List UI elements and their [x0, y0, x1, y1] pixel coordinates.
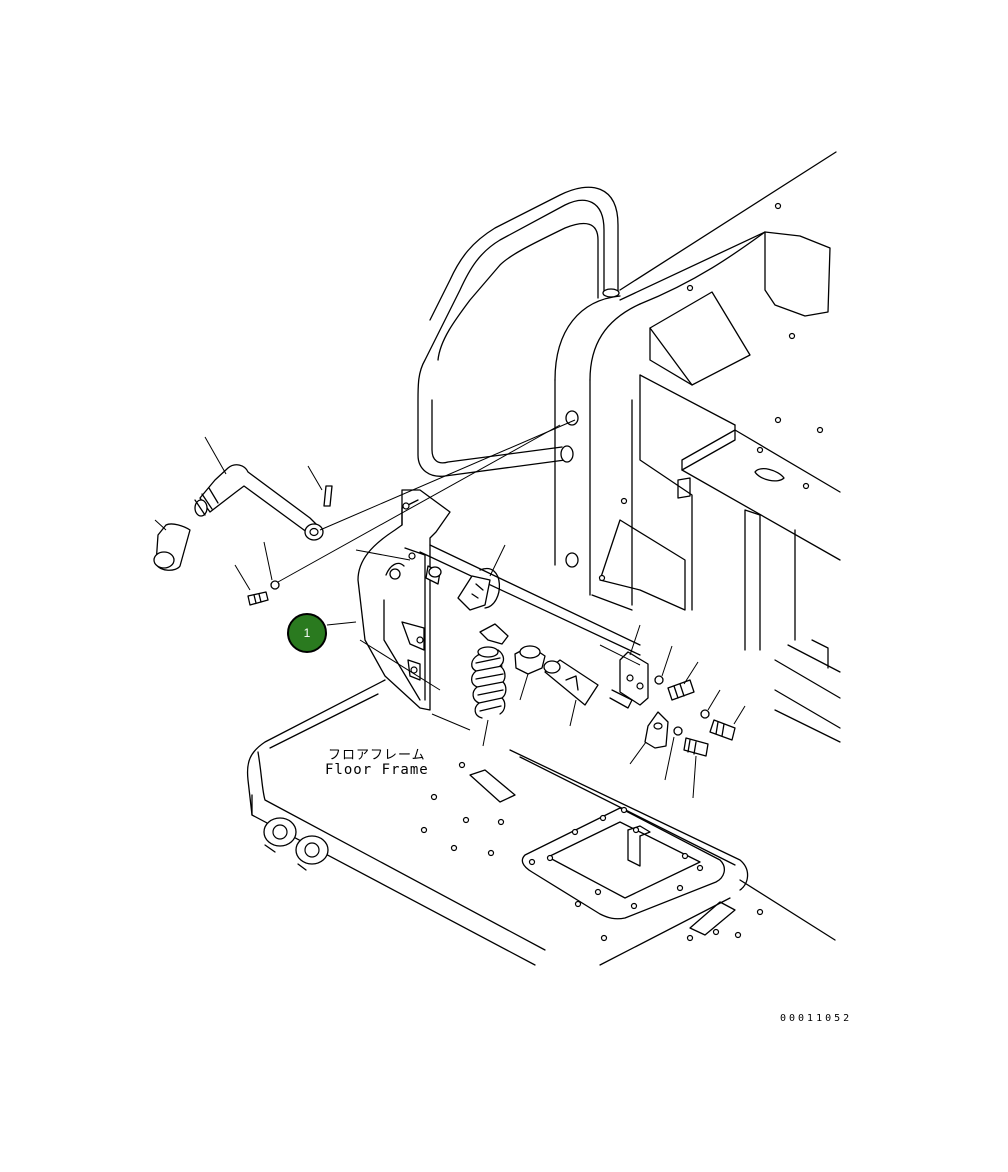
- drawing-number: 00011052: [780, 1013, 853, 1024]
- callout-1-button[interactable]: 1: [287, 613, 327, 653]
- console-bracket: [357, 489, 451, 711]
- floor-frame-en-label: Floor Frame: [325, 762, 429, 778]
- handrail: [417, 186, 620, 568]
- lever-parts: [153, 464, 736, 757]
- spring: [470, 646, 507, 719]
- callout-1-number: 1: [303, 626, 311, 640]
- leader-lines: [154, 419, 746, 799]
- floor-frame: [246, 679, 836, 966]
- floor-frame-jp-label: フロアフレーム: [328, 748, 426, 763]
- cab-frame: [554, 151, 841, 743]
